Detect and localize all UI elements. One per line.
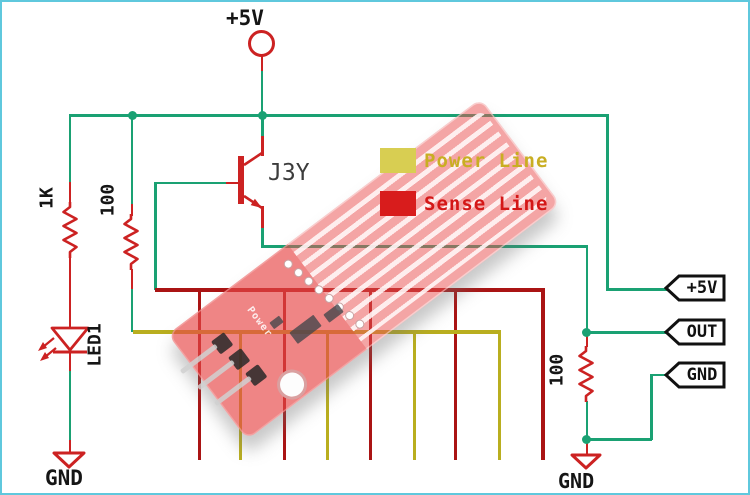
wire-gndtag-h1 [587,438,652,441]
wire-100l-bottom [130,287,133,332]
wire-emitter-drop [585,245,588,333]
connector-tag-gnd: GND [664,361,726,389]
lead-5v-terminal [260,53,263,71]
connector-tag-out: OUT [664,318,726,346]
power-terminal-circle [248,30,275,57]
junction-dot [582,434,591,444]
wire-1k-drop [68,114,71,184]
power-line-drop-4 [497,330,501,460]
sense-line-drop-4 [453,290,457,460]
lead-100l-top [130,204,133,216]
resistor-100-right-symbol [578,346,594,402]
wire-base-h [155,181,227,184]
transistor-symbol [238,151,263,210]
power-line-drop-2 [325,333,329,460]
lead-100r-gnd [585,440,588,454]
lead-1k-to-led [68,257,71,332]
resistor-100-left-label: 100 [97,183,119,217]
resistor-1k-symbol [62,202,78,258]
tag-shape [664,361,726,389]
led-emission-arrows-icon [38,337,57,361]
lead-100l-bottom [130,269,133,289]
wire-base-drop [154,182,157,290]
lead-100r-top [585,333,588,347]
led-label: LED1 [84,323,106,367]
power-terminal-label: +5V [226,6,264,30]
connector-tag-gnd-label: GND [686,365,718,385]
led-symbol [50,326,90,354]
lead-base [226,181,240,184]
wire-led-bottom [68,370,71,442]
ground-symbol-right [570,453,602,470]
lead-led-bottom [68,353,71,371]
sense-line-drop-3 [368,290,372,460]
wire-5vtag-h [606,288,671,291]
legend-power-swatch [380,148,416,173]
legend-sense-label: Sense Line [424,193,549,215]
lead-gnd-left [68,440,71,453]
wire-collector [261,114,264,137]
wire-gndtag-h2 [650,373,671,376]
resistor-100-right-label: 100 [546,353,568,387]
lead-emitter [261,206,264,228]
connector-tag-5v: +5V [664,274,726,302]
power-line-drop-3 [412,333,416,460]
ground-label-right: GND [558,469,595,493]
tag-shape [664,274,726,302]
sense-line-drop-5 [541,288,545,460]
wire-100l-drop [130,114,133,205]
wire-5v-stub [260,70,263,115]
top-power-bus-wire [70,114,609,117]
junction-dot [582,327,591,337]
connector-tag-5v-label: +5V [686,278,718,298]
wire-out [587,331,670,334]
lead-collector [261,136,264,156]
legend-sense-swatch [380,191,416,216]
wire-gndtag-v [650,374,653,440]
wire-emitter-v [261,228,264,247]
junction-dot [127,110,137,120]
junction-dot [257,110,267,120]
wire-r3-bottom [585,401,588,440]
wire-5vtag-v [606,114,609,290]
connector-tag-out-label: OUT [686,322,718,342]
tag-shape [664,318,726,346]
ground-symbol-left [52,451,86,469]
legend-power-label: Power Line [424,150,549,172]
lead-1k-top [68,182,71,203]
transistor-label: J3Y [268,160,310,186]
resistor-100-left-symbol [123,214,139,270]
resistor-1k-label: 1K [36,187,58,209]
ground-label-left: GND [45,466,83,490]
